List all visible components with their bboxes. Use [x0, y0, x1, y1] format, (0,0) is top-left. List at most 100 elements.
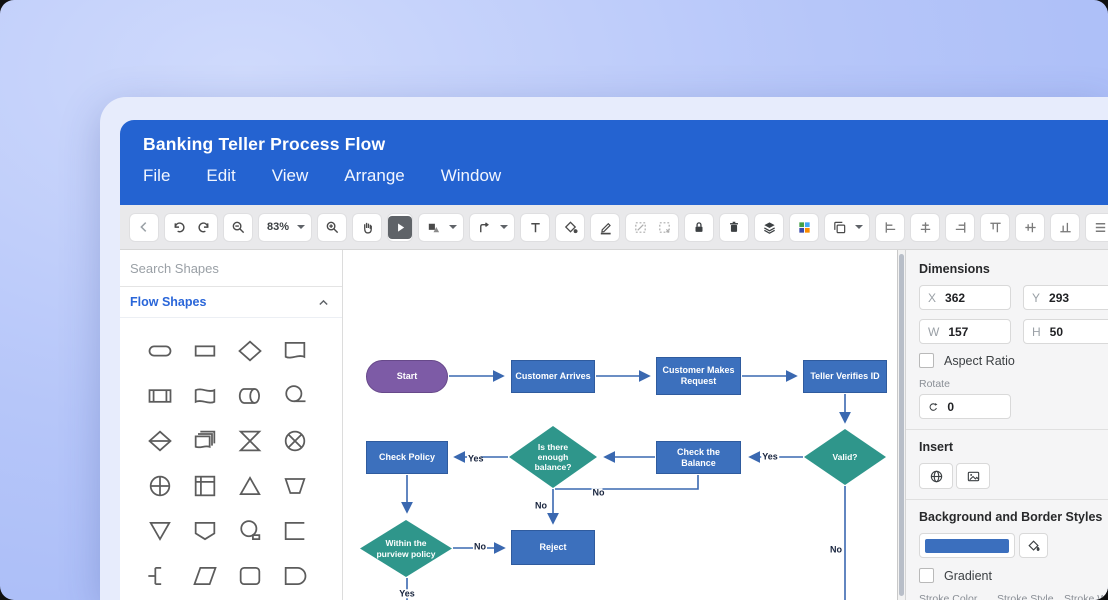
x-field[interactable]: X: [919, 285, 1011, 310]
flow-node-check-policy[interactable]: Check Policy: [366, 441, 448, 474]
h-field[interactable]: H: [1023, 319, 1108, 344]
search-input[interactable]: [130, 260, 332, 276]
palette-shape-document[interactable]: [272, 328, 317, 373]
pan-tool-button[interactable]: [355, 216, 379, 239]
zoom-in-button[interactable]: [320, 216, 344, 239]
gradient-checkbox[interactable]: [919, 568, 934, 583]
duplicate-icon: [833, 221, 845, 233]
aspect-ratio-checkbox[interactable]: [919, 353, 934, 368]
flow-node-customer-makes-request[interactable]: Customer Makes Request: [656, 357, 741, 395]
text-tool-button[interactable]: [523, 216, 547, 239]
insert-image-button[interactable]: [956, 463, 990, 489]
palette-shape-off-page-connector[interactable]: [182, 508, 227, 553]
chevron-down-icon: [855, 225, 864, 229]
y-input[interactable]: [1049, 290, 1106, 305]
y-field[interactable]: Y: [1023, 285, 1108, 310]
align-center-button[interactable]: [913, 216, 937, 239]
pencil-button[interactable]: [593, 216, 617, 239]
palette-shape-or-junction[interactable]: [137, 463, 182, 508]
fill-color-button[interactable]: [558, 216, 582, 239]
menu-view[interactable]: View: [271, 166, 309, 185]
flow-node-teller-verifies-id[interactable]: Teller Verifies ID: [803, 360, 887, 393]
menu-file[interactable]: File: [143, 166, 171, 185]
align-right-icon: [955, 221, 965, 233]
insert-link-button[interactable]: [919, 463, 953, 489]
flow-node-check-the-balance[interactable]: Check the Balance: [656, 441, 741, 474]
w-field[interactable]: W: [919, 319, 1011, 344]
menu-edit[interactable]: Edit: [206, 166, 236, 185]
background-styles-title: Background and Border Styles: [919, 510, 1103, 524]
chevron-up-icon[interactable]: [317, 296, 330, 309]
fill-color-swatch[interactable]: [919, 533, 1015, 558]
diagram-canvas[interactable]: Start Customer Arrives Customer Makes Re…: [343, 250, 905, 600]
palette-shape-data[interactable]: [182, 553, 227, 598]
h-input[interactable]: [1049, 324, 1106, 339]
edit-geometry-button[interactable]: [652, 216, 676, 239]
lock-button[interactable]: [687, 216, 711, 239]
align-left-button[interactable]: [878, 216, 902, 239]
palette-shape-loop-limit[interactable]: [272, 373, 317, 418]
connector-icon: [479, 221, 489, 232]
align-right-button[interactable]: [948, 216, 972, 239]
color-palette-icon: [798, 221, 810, 233]
align-top-button[interactable]: [983, 216, 1007, 239]
rotate-field[interactable]: [919, 394, 1011, 419]
align-middle-button[interactable]: [1018, 216, 1042, 239]
palette-shape-sequential-storage[interactable]: [227, 508, 272, 553]
palette-shape-terminator[interactable]: [137, 328, 182, 373]
palette-shape-direct-access-storage[interactable]: [227, 373, 272, 418]
palette-shape-decision-line[interactable]: [137, 418, 182, 463]
color-palette-button[interactable]: [792, 216, 816, 239]
palette-shape-decision[interactable]: [227, 328, 272, 373]
rotate-input[interactable]: [947, 399, 1002, 414]
palette-shape-predefined-process[interactable]: [137, 373, 182, 418]
x-input[interactable]: [945, 290, 1002, 305]
shape-sidebar: Flow Shapes: [120, 250, 343, 600]
chevron-down-icon: [297, 225, 306, 229]
redo-button[interactable]: [191, 216, 215, 239]
duplicate-dropdown-button[interactable]: [825, 213, 870, 241]
palette-shape-alternate-process[interactable]: [227, 553, 272, 598]
palette-shape-collate[interactable]: [227, 418, 272, 463]
palette-shape-tag[interactable]: [137, 553, 182, 598]
palette-shape-summing-junction[interactable]: [272, 418, 317, 463]
menu-arrange[interactable]: Arrange: [344, 166, 405, 185]
palette-shape-internal-storage[interactable]: [182, 463, 227, 508]
flow-shapes-section-header[interactable]: Flow Shapes: [120, 287, 342, 318]
back-button[interactable]: [132, 216, 156, 239]
shapes-tool-button[interactable]: [419, 213, 464, 241]
flow-node-reject[interactable]: Reject: [511, 530, 595, 565]
select-tool-button[interactable]: [388, 215, 413, 239]
edit-style-button[interactable]: [628, 216, 652, 239]
palette-shape-paper-tape[interactable]: [182, 373, 227, 418]
stroke-width-label: Stroke Width: [1064, 593, 1108, 600]
palette-shape-multi-document[interactable]: [182, 418, 227, 463]
delete-button[interactable]: [722, 216, 746, 239]
shape-search[interactable]: [120, 250, 342, 287]
align-bottom-button[interactable]: [1053, 216, 1077, 239]
palette-shape-delay[interactable]: [272, 553, 317, 598]
menu-bar: File Edit View Arrange Window: [143, 166, 1108, 186]
zoom-out-icon: [232, 221, 244, 233]
zoom-level-dropdown[interactable]: 83%: [259, 213, 312, 241]
palette-shape-process[interactable]: [182, 328, 227, 373]
palette-shape-manual-operation[interactable]: [272, 463, 317, 508]
layers-button[interactable]: [757, 216, 781, 239]
connector-tool-button[interactable]: [470, 213, 515, 241]
zoom-out-button[interactable]: [226, 216, 250, 239]
menu-window[interactable]: Window: [440, 166, 502, 185]
palette-shape-extract[interactable]: [227, 463, 272, 508]
canvas-scrollbar[interactable]: [897, 250, 905, 600]
palette-shape-merge[interactable]: [137, 508, 182, 553]
palette-shape-manual-input[interactable]: [272, 508, 317, 553]
title-bar: Banking Teller Process Flow File Edit Vi…: [120, 120, 1108, 205]
flow-node-start[interactable]: Start: [366, 360, 448, 393]
undo-button[interactable]: [167, 216, 191, 239]
undo-icon: [174, 221, 185, 232]
fill-style-button[interactable]: [1019, 533, 1048, 558]
distribute-vertical-button[interactable]: [1088, 216, 1108, 239]
flow-node-customer-arrives[interactable]: Customer Arrives: [511, 360, 595, 393]
w-input[interactable]: [948, 324, 1002, 339]
fill-color-value: [925, 538, 1009, 553]
scrollbar-thumb[interactable]: [899, 254, 904, 596]
